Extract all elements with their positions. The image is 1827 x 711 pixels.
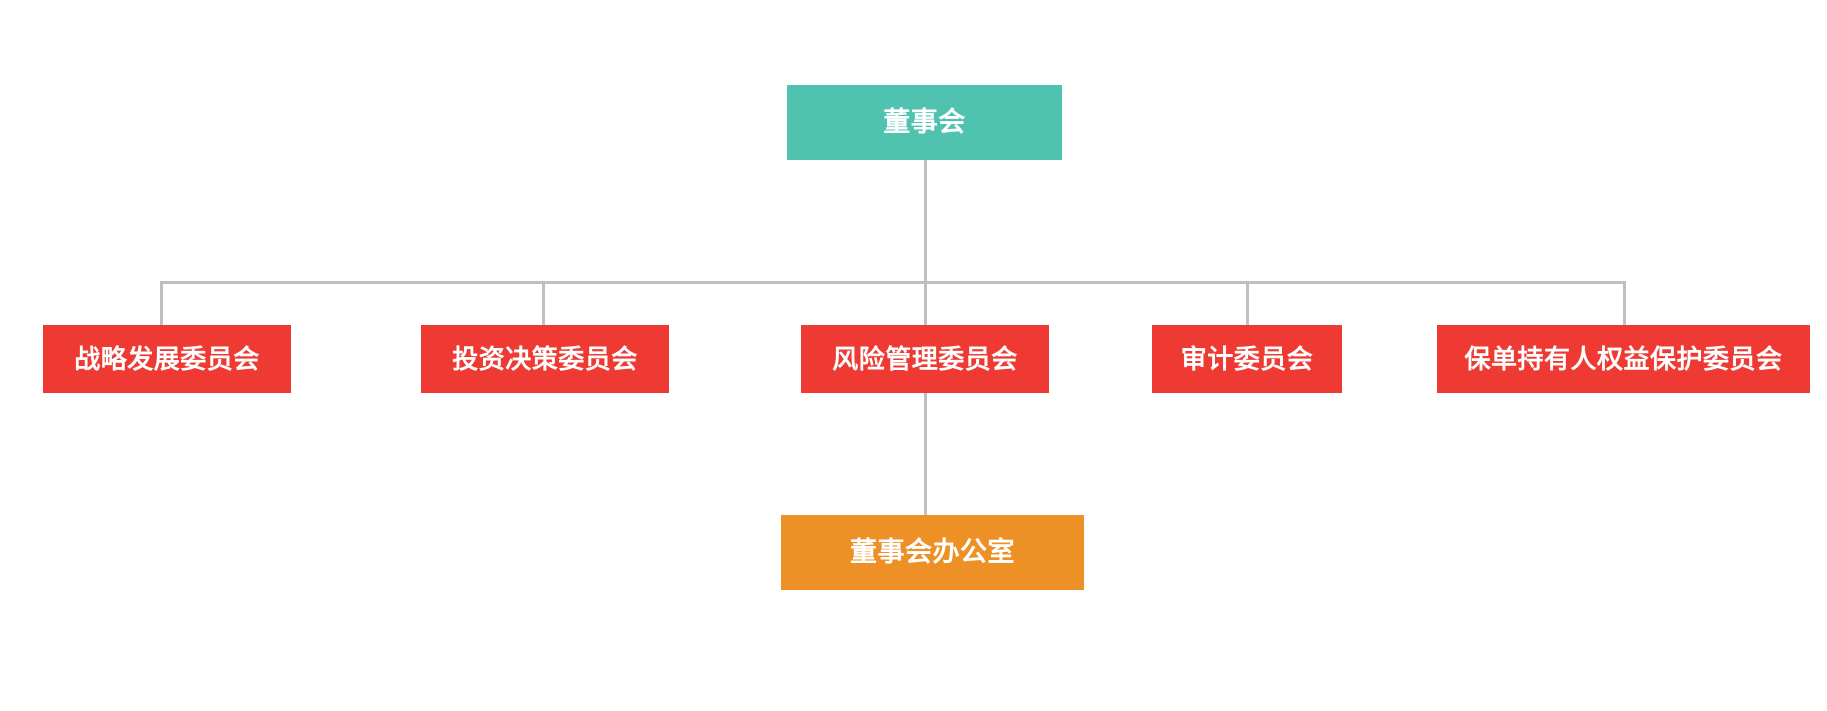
node-board-of-directors[interactable]: 董事会 bbox=[787, 85, 1062, 160]
node-strategy-development-committee[interactable]: 战略发展委员会 bbox=[43, 325, 291, 393]
node-label-board-of-directors: 董事会 bbox=[883, 106, 966, 137]
node-label-board-office: 董事会办公室 bbox=[850, 536, 1015, 567]
node-audit-committee[interactable]: 审计委员会 bbox=[1152, 325, 1342, 393]
node-label-strategy-development-committee: 战略发展委员会 bbox=[74, 343, 260, 374]
connector-root-trunk bbox=[924, 160, 927, 283]
node-investment-decision-committee[interactable]: 投资决策委员会 bbox=[421, 325, 669, 393]
node-label-investment-decision-committee: 投资决策委员会 bbox=[452, 343, 638, 374]
node-label-policyholder-rights-protection-committee: 保单持有人权益保护委员会 bbox=[1464, 343, 1783, 374]
node-risk-management-committee[interactable]: 风险管理委员会 bbox=[801, 325, 1049, 393]
node-board-office[interactable]: 董事会办公室 bbox=[781, 515, 1084, 590]
connector-drop-office bbox=[924, 393, 927, 515]
connector-drop-committee-2 bbox=[542, 281, 545, 326]
connector-horizontal-bus bbox=[160, 281, 1626, 284]
node-policyholder-rights-protection-committee[interactable]: 保单持有人权益保护委员会 bbox=[1437, 325, 1810, 393]
connector-drop-committee-5 bbox=[1623, 281, 1626, 326]
connector-drop-committee-4 bbox=[1246, 281, 1249, 326]
connector-drop-committee-3 bbox=[924, 281, 927, 326]
connector-drop-committee-1 bbox=[160, 281, 163, 326]
node-label-risk-management-committee: 风险管理委员会 bbox=[832, 343, 1018, 374]
node-label-audit-committee: 审计委员会 bbox=[1180, 343, 1314, 374]
